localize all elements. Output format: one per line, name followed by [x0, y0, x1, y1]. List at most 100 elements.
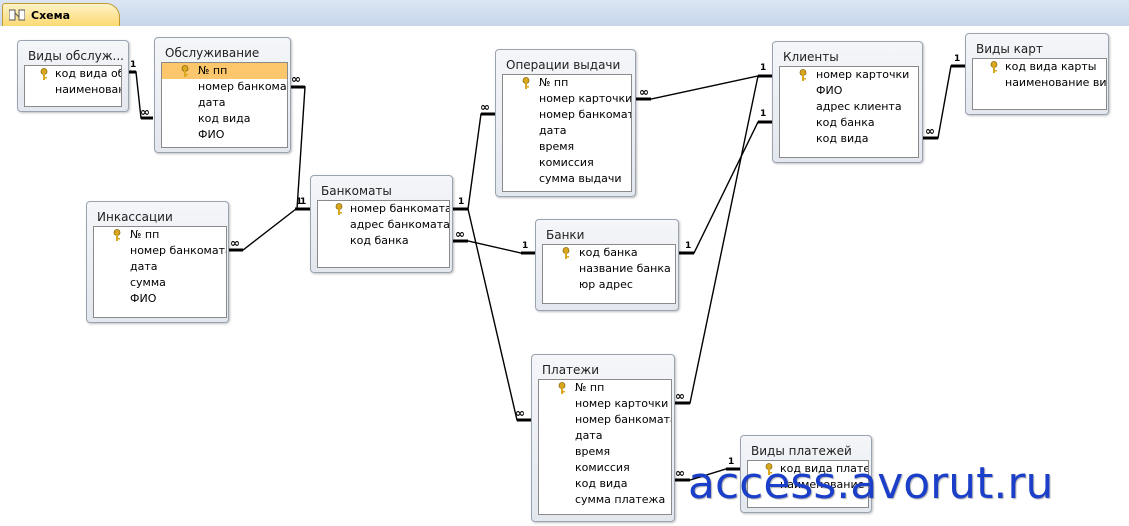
- cardinality-one: 1: [130, 60, 137, 70]
- watermark-text: access.avorut.ru: [688, 458, 1054, 509]
- field-name: дата: [539, 124, 567, 137]
- field-row[interactable]: время: [539, 444, 671, 460]
- field-name: адрес банкомата: [350, 218, 450, 231]
- field-row[interactable]: ФИО: [162, 127, 287, 143]
- field-row[interactable]: сумма выдачи: [503, 171, 631, 187]
- field-row[interactable]: код банка: [780, 115, 918, 131]
- field-row[interactable]: номер банкомата: [318, 201, 449, 217]
- primary-key-icon: [181, 65, 189, 77]
- field-name: дата: [575, 429, 603, 442]
- table-vidy-obsluzhivaniya[interactable]: Виды обслуж... код вида обс наименован: [17, 40, 129, 112]
- field-row[interactable]: наименование ви: [973, 75, 1106, 91]
- tab-relationships[interactable]: Схема данных: [2, 3, 120, 35]
- cardinality-many: ∞: [480, 100, 490, 114]
- field-list: код вида платеж наименование п: [747, 460, 869, 508]
- field-name: № пп: [575, 381, 605, 394]
- cardinality-many: ∞: [515, 406, 525, 420]
- relationships-icon: [9, 9, 25, 21]
- primary-key-icon: [799, 69, 807, 81]
- field-row[interactable]: номер карточки: [780, 67, 918, 83]
- table-bankomaty[interactable]: Банкоматы номер банкомата адрес банкомат…: [310, 175, 453, 273]
- field-row[interactable]: код банка: [318, 233, 449, 249]
- field-row[interactable]: адрес банкомата: [318, 217, 449, 233]
- primary-key-icon: [113, 229, 121, 241]
- table-klienty[interactable]: Клиенты номер карточки ФИО адрес клиента…: [772, 41, 923, 163]
- cardinality-many: ∞: [925, 124, 935, 138]
- table-title: Клиенты: [783, 50, 839, 64]
- field-name: комиссия: [575, 461, 630, 474]
- field-row[interactable]: код вида: [162, 111, 287, 127]
- table-title: Платежи: [542, 363, 600, 377]
- field-name: код вида: [198, 112, 251, 125]
- field-row[interactable]: номер карточки: [503, 91, 631, 107]
- field-name: № пп: [539, 76, 569, 89]
- cardinality-one: 1: [954, 54, 961, 64]
- cardinality-one: 1: [685, 241, 692, 251]
- field-row[interactable]: наименован: [25, 82, 121, 98]
- field-row[interactable]: дата: [539, 428, 671, 444]
- field-row[interactable]: юр адрес: [543, 277, 675, 293]
- field-list: код вида карты наименование ви: [972, 58, 1107, 110]
- field-row[interactable]: дата: [503, 123, 631, 139]
- table-obsluzhivanie[interactable]: Обслуживание № пп номер банкомат дата ко…: [154, 37, 291, 153]
- table-banki[interactable]: Банки код банка название банка юр адрес: [535, 219, 679, 311]
- field-name: № пп: [198, 64, 228, 77]
- table-operacii-vydachi[interactable]: Операции выдачи № пп номер карточки номе…: [495, 49, 636, 197]
- field-row-selected[interactable]: № пп: [162, 63, 287, 79]
- table-vidy-platezhei[interactable]: Виды платежей код вида платеж наименован…: [740, 435, 872, 513]
- field-row[interactable]: ФИО: [780, 83, 918, 99]
- primary-key-icon: [522, 77, 530, 89]
- cardinality-one: 1: [760, 63, 767, 73]
- field-name: код банка: [816, 116, 875, 129]
- cardinality-many: ∞: [675, 466, 685, 480]
- field-list: № пп номер банкомат дата код вида ФИО: [161, 62, 288, 148]
- field-row[interactable]: адрес клиента: [780, 99, 918, 115]
- field-row[interactable]: код вида карты: [973, 59, 1106, 75]
- field-row[interactable]: № пп: [94, 227, 226, 243]
- field-row[interactable]: номер банкомат: [162, 79, 287, 95]
- field-name: номер банкомата: [539, 108, 632, 121]
- field-list: № пп номер карточки номер банкомата дата…: [538, 379, 672, 515]
- cardinality-many: ∞: [230, 236, 240, 250]
- field-row[interactable]: ФИО: [94, 291, 226, 307]
- field-name: код банка: [350, 234, 409, 247]
- field-row[interactable]: сумма платежа: [539, 492, 671, 508]
- field-name: дата: [130, 260, 158, 273]
- field-row[interactable]: номер банкомата: [503, 107, 631, 123]
- field-name: время: [575, 445, 611, 458]
- field-row[interactable]: номер банкомата: [539, 412, 671, 428]
- table-platezhi[interactable]: Платежи № пп номер карточки номер банком…: [531, 354, 675, 522]
- field-row[interactable]: код вида: [780, 131, 918, 147]
- field-row[interactable]: комиссия: [503, 155, 631, 171]
- field-row[interactable]: № пп: [539, 380, 671, 396]
- field-row[interactable]: название банка: [543, 261, 675, 277]
- field-row[interactable]: код вида обс: [25, 66, 121, 82]
- primary-key-icon: [765, 463, 773, 475]
- field-row[interactable]: дата: [94, 259, 226, 275]
- field-row[interactable]: код вида платеж: [748, 461, 868, 477]
- field-row[interactable]: дата: [162, 95, 287, 111]
- field-name: номер банкомат: [198, 80, 288, 93]
- field-row[interactable]: код банка: [543, 245, 675, 261]
- field-name: номер банкомата: [575, 413, 672, 426]
- field-name: № пп: [130, 228, 160, 241]
- field-row[interactable]: номер карточки: [539, 396, 671, 412]
- cardinality-many: ∞: [140, 105, 150, 119]
- field-name: сумма платежа: [575, 493, 666, 506]
- table-vidy-kart[interactable]: Виды карт код вида карты наименование ви: [965, 33, 1109, 115]
- cardinality-one: 1: [760, 109, 767, 119]
- cardinality-many: ∞: [675, 389, 685, 403]
- field-name: ФИО: [816, 84, 843, 97]
- field-row[interactable]: комиссия: [539, 460, 671, 476]
- field-row[interactable]: сумма: [94, 275, 226, 291]
- field-list: № пп номер карточки номер банкомата дата…: [502, 74, 632, 192]
- field-row[interactable]: наименование п: [748, 477, 868, 493]
- field-row[interactable]: номер банкомата: [94, 243, 226, 259]
- field-row[interactable]: код вида: [539, 476, 671, 492]
- field-row[interactable]: время: [503, 139, 631, 155]
- field-name: код вида карты: [1005, 60, 1097, 73]
- table-inkassacii[interactable]: Инкассации № пп номер банкомата дата сум…: [86, 201, 229, 323]
- field-name: юр адрес: [579, 278, 633, 291]
- field-row[interactable]: № пп: [503, 75, 631, 91]
- field-name: сумма: [130, 276, 166, 289]
